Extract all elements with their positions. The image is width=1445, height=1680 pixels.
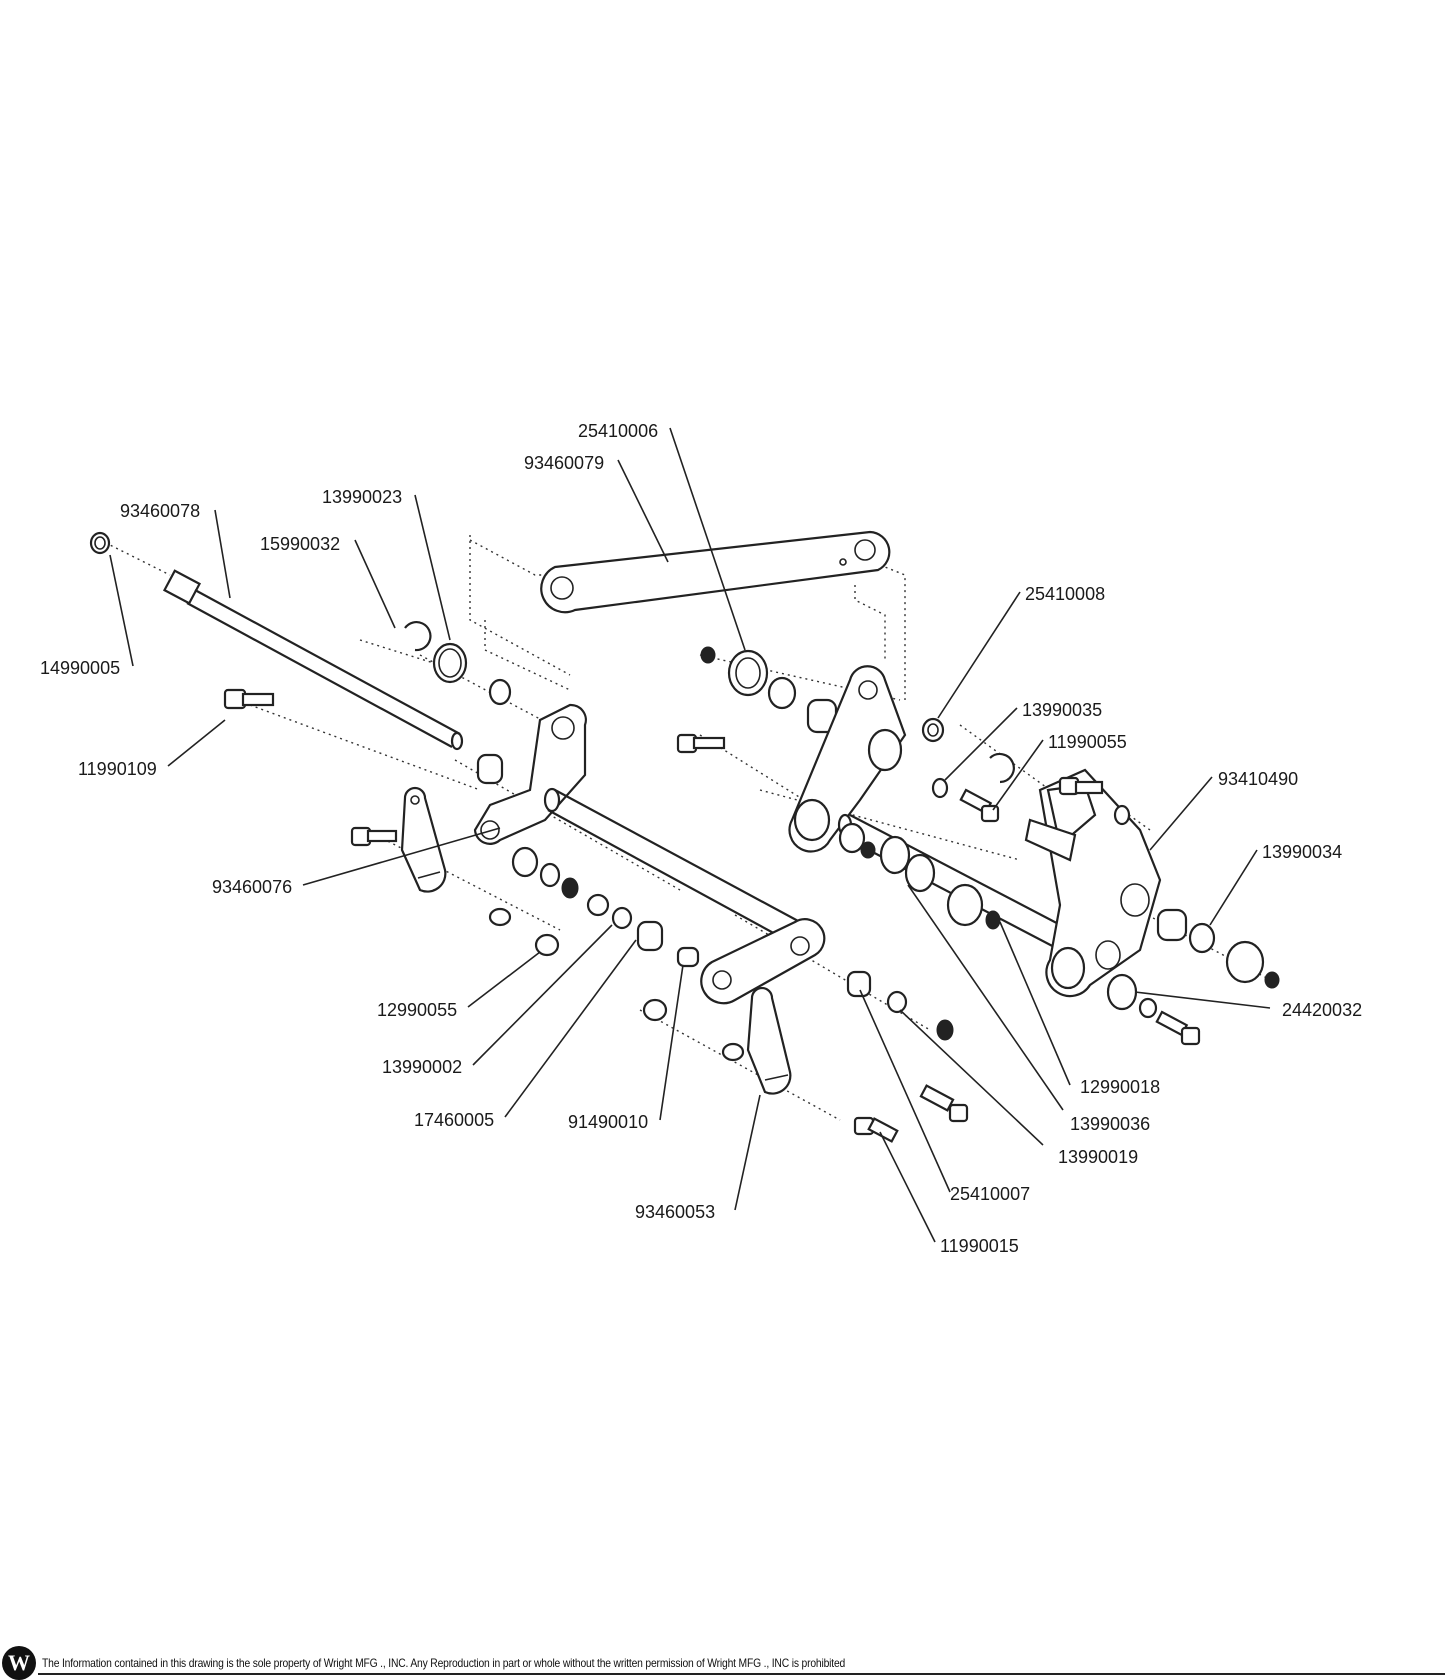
washer-part	[838, 822, 866, 854]
bushing-part	[476, 753, 504, 785]
bushing-part	[636, 920, 664, 952]
part-number-label: 13990034	[1262, 842, 1342, 862]
center-pivot-plate-part	[788, 665, 907, 853]
cross-tube-part	[543, 787, 801, 943]
link-arm-part	[540, 530, 891, 614]
washer-part	[886, 990, 908, 1014]
nut-part	[936, 1019, 954, 1041]
part-number-label: 11990055	[1048, 732, 1127, 752]
washer-part	[904, 853, 936, 893]
bushing-part	[511, 846, 539, 878]
nut-part	[534, 933, 560, 957]
part-number-label: 14990005	[40, 658, 120, 678]
part-number-label: 91490010	[568, 1112, 648, 1132]
part-number-label: 93460076	[212, 877, 292, 897]
spacer-part	[676, 946, 700, 968]
bolt-part	[959, 788, 1000, 823]
pivot-bracket-part	[473, 703, 587, 845]
bushing-part	[488, 678, 512, 706]
part-number-label: 25410007	[950, 1184, 1030, 1204]
parts-artwork	[89, 530, 1280, 1143]
wright-logo-icon: W	[2, 1646, 36, 1680]
bushing-part	[727, 649, 769, 697]
bolt-part	[919, 1084, 969, 1123]
bolt-part	[223, 688, 275, 710]
nut-part	[985, 910, 1001, 930]
bushing-part	[1106, 973, 1138, 1011]
nut-part	[1264, 971, 1280, 989]
part-number-label: 15990032	[260, 534, 340, 554]
copyright-footer: W The Information contained in this draw…	[0, 1646, 1445, 1680]
washer-part	[767, 676, 797, 710]
small-arm-part	[400, 786, 447, 893]
washer-part	[721, 1042, 745, 1062]
part-number-label: 13990023	[322, 487, 402, 507]
washer-part	[931, 777, 949, 799]
callout-leaders	[109, 427, 1271, 1243]
washer-part	[611, 906, 633, 930]
footer-divider	[38, 1673, 1445, 1675]
callout-labels: 25410006 93460079 13990023 93460078 1599…	[40, 421, 1362, 1256]
lower-link-part	[700, 918, 826, 1005]
spacer-part	[846, 970, 872, 998]
part-number-label: 13990036	[1070, 1114, 1150, 1134]
bushing-part	[1156, 908, 1188, 942]
clip-part	[989, 752, 1015, 784]
clip-part	[404, 621, 432, 652]
copyright-notice: The Information contained in this drawin…	[42, 1656, 846, 1670]
part-number-label: 13990035	[1022, 700, 1102, 720]
bolt-part	[676, 733, 726, 754]
bolt-part	[350, 826, 398, 847]
washer-part	[1138, 997, 1158, 1019]
part-number-label: 93460078	[120, 501, 200, 521]
part-number-label: 93410490	[1218, 769, 1298, 789]
part-number-label: 12990018	[1080, 1077, 1160, 1097]
washer-part	[1188, 922, 1216, 954]
part-number-label: 25410006	[578, 421, 658, 441]
nut-part	[642, 998, 668, 1022]
small-arm-part	[746, 986, 792, 1095]
part-number-label: 17460005	[414, 1110, 494, 1130]
nut-part	[860, 841, 876, 859]
part-number-label: 93460053	[635, 1202, 715, 1222]
cap-part	[89, 531, 111, 555]
bolt-part	[1058, 776, 1104, 796]
nut-part	[586, 893, 610, 917]
bolt-part	[853, 1116, 899, 1143]
washer-part	[488, 907, 512, 927]
washer-part	[539, 862, 561, 888]
part-number-label: 11990109	[78, 759, 157, 779]
part-number-label: 93460079	[524, 453, 604, 473]
part-number-label: 25410008	[1025, 584, 1105, 604]
part-number-label: 13990002	[382, 1057, 462, 1077]
bushing-part	[946, 883, 984, 927]
long-shaft-part	[162, 569, 464, 751]
nut-part	[700, 646, 716, 664]
nut-part	[561, 877, 579, 899]
washer-part	[432, 642, 468, 684]
part-number-label: 13990019	[1058, 1147, 1138, 1167]
bushing-part	[879, 835, 911, 875]
part-number-label: 11990015	[940, 1236, 1019, 1256]
washer-part	[1113, 804, 1131, 826]
bushing-part	[1225, 940, 1265, 984]
bushing-part	[921, 717, 945, 743]
part-number-label: 24420032	[1282, 1000, 1362, 1020]
bolt-part	[1155, 1010, 1201, 1046]
side-plate-part	[1024, 768, 1162, 998]
part-number-label: 12990055	[377, 1000, 457, 1020]
